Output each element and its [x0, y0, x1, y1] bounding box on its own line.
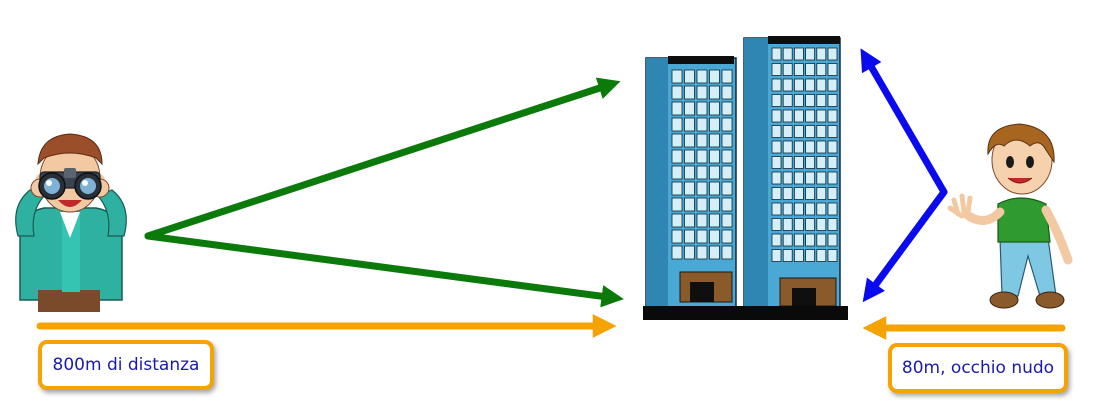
view-arrow-bottom: [862, 188, 948, 303]
sight-arrow-bottom: [144, 232, 624, 308]
person-with-binoculars-icon: [15, 133, 127, 312]
waving-boy-icon: [947, 123, 1073, 309]
office-buildings-icon: [643, 36, 848, 320]
sight-arrow-top: [144, 77, 621, 240]
distance-label-right: 80m, occhio nudo: [888, 343, 1068, 393]
view-arrow-top: [860, 48, 948, 196]
sight-line-arrows: [144, 77, 624, 308]
view-arrows-right: [860, 48, 948, 303]
distance-arrows: [36, 314, 1066, 340]
distance-label-left: 800m di distanza: [38, 340, 214, 390]
distance-label-left-text: 800m di distanza: [52, 355, 200, 375]
distance-label-right-text: 80m, occhio nudo: [901, 358, 1055, 378]
